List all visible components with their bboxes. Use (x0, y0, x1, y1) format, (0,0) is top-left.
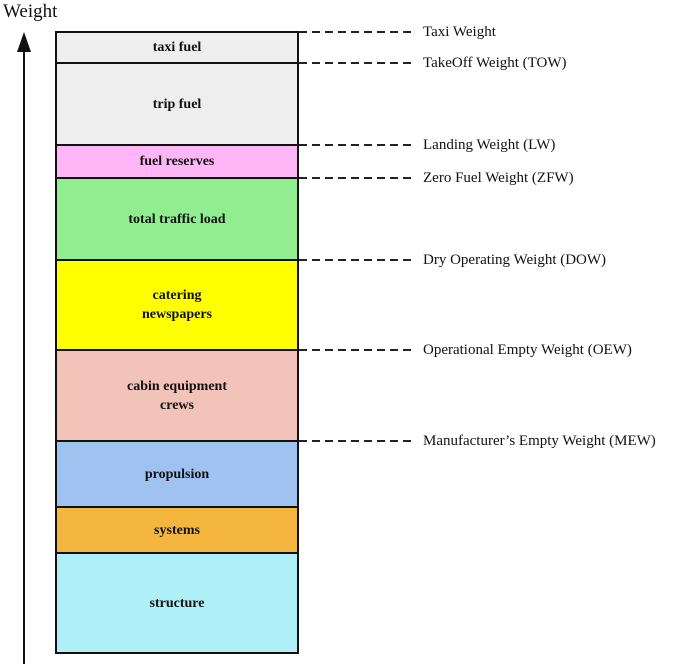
segment-label: propulsion (144, 466, 210, 482)
milestone-label: Manufacturer’s Empty Weight (MEW) (423, 433, 656, 449)
milestone-label: Dry Operating Weight (DOW) (423, 252, 607, 268)
segment-label: taxi fuel (152, 40, 202, 55)
milestone-takeoff-weight: TakeOff Weight (TOW) (299, 53, 567, 73)
bar-segment-fuel-reserves: fuel reserves (57, 146, 297, 179)
dashed-leader-line (299, 177, 411, 179)
weight-axis-arrowhead (17, 32, 31, 52)
milestone-zero-fuel-weight: Zero Fuel Weight (ZFW) (299, 168, 574, 188)
milestone-operational-empty-weight: Operational Empty Weight (OEW) (299, 340, 632, 360)
dashed-leader-line (299, 440, 411, 442)
bar-segment-taxi-fuel: taxi fuel (57, 33, 297, 64)
milestone-label: Landing Weight (LW) (423, 137, 556, 153)
bar-segment-systems: systems (57, 508, 297, 554)
milestone-dry-operating-weight: Dry Operating Weight (DOW) (299, 250, 606, 270)
bar-segment-propulsion: propulsion (57, 442, 297, 508)
segment-label: fuel reserves (139, 154, 215, 169)
dashed-leader-line (299, 144, 411, 146)
bar-segment-cabin-equipment-crews: cabin equipment crews (57, 351, 297, 442)
bar-segment-trip-fuel: trip fuel (57, 64, 297, 146)
milestone-label: Operational Empty Weight (OEW) (423, 342, 632, 358)
bar-segment-structure: structure (57, 554, 297, 652)
bar-segment-catering-newspapers: catering newspapers (57, 261, 297, 351)
segment-label: systems (154, 522, 200, 538)
milestone-landing-weight: Landing Weight (LW) (299, 135, 555, 155)
milestone-label: Zero Fuel Weight (ZFW) (423, 170, 574, 186)
weight-axis-line (23, 48, 25, 664)
milestone-label: TakeOff Weight (TOW) (423, 55, 567, 71)
segment-label: total traffic load (128, 211, 226, 227)
weight-stack-bar: taxi fuel trip fuel fuel reserves total … (55, 31, 299, 654)
milestone-manufacturers-empty-weight: Manufacturer’s Empty Weight (MEW) (299, 431, 656, 451)
milestone-label: Taxi Weight (423, 24, 496, 40)
segment-label: structure (149, 595, 205, 611)
dashed-leader-line (299, 349, 411, 351)
milestone-taxi-weight: Taxi Weight (299, 22, 496, 42)
axis-title: Weight (3, 1, 58, 22)
dashed-leader-line (299, 259, 411, 261)
segment-label: catering newspapers (141, 288, 212, 322)
segment-label: trip fuel (152, 96, 202, 112)
dashed-leader-line (299, 62, 411, 64)
dashed-leader-line (299, 31, 411, 33)
bar-segment-total-traffic-load: total traffic load (57, 179, 297, 261)
segment-label: cabin equipment crews (127, 378, 227, 413)
